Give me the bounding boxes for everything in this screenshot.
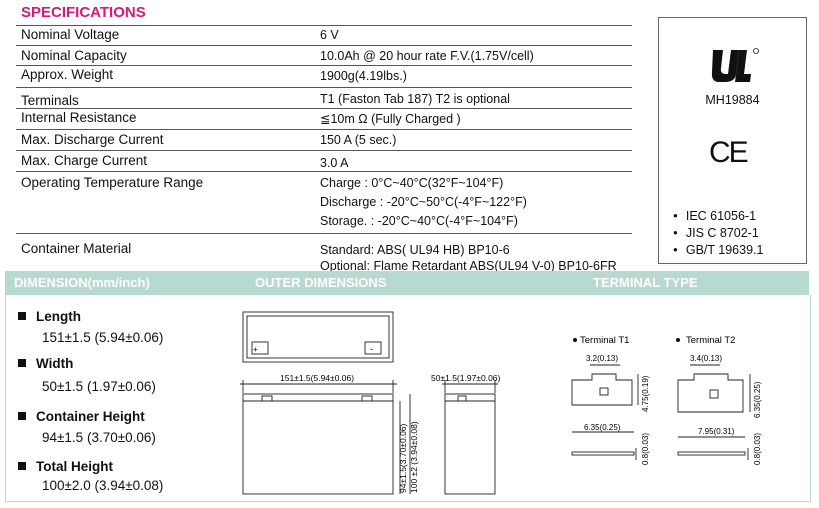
dimension-total-height: Total Height 100±2.0 (3.94±0.08) [18, 458, 163, 493]
bullet-dot-icon [573, 338, 577, 342]
top-view [242, 311, 394, 363]
spec-value: 6 V [320, 28, 339, 42]
spec-key: Terminals [21, 93, 79, 108]
outer-dimensions-drawing: + - 151±1.5(5.94±0.06) 94±1.5(3.70±0.06)… [240, 311, 501, 495]
total-height-dimension-label: 100 ±2 (3.94±0.08) [409, 421, 419, 493]
ul-file-number: MH19884 [705, 93, 760, 107]
ce-mark-icon: CE [709, 136, 749, 169]
section-title-specifications: SPECIFICATIONS [21, 4, 146, 21]
length-dimension-label: 151±1.5(5.94±0.06) [280, 373, 354, 383]
spec-key: Operating Temperature Range [21, 175, 204, 190]
dimension-value: 50±1.5 (1.97±0.06) [42, 379, 156, 394]
minus-marker: - [370, 344, 373, 354]
terminal-t2-shape [677, 364, 751, 460]
section-header-bar: DIMENSION(mm/inch) OUTER DIMENSIONS TERM… [5, 271, 809, 295]
section-terminal-type: TERMINAL TYPE [593, 275, 698, 290]
terminal-t1-shape [571, 364, 639, 460]
width-dimension-label: 50±1.5(1.97±0.06) [431, 373, 501, 383]
spec-key: Approx. Weight [21, 67, 114, 82]
spec-row: Max. Charge Current 3.0 A [16, 151, 632, 172]
spec-value: 1900g(4.19lbs.) [320, 69, 407, 83]
height-dimension-label: 94±1.5(3.70±0.06) [398, 423, 408, 493]
spec-table: Nominal Voltage 6 V Nominal Capacity 10.… [16, 25, 632, 275]
spec-row-temperature: Operating Temperature Range Charge : 0°C… [16, 172, 632, 234]
spec-row: Approx. Weight 1900g(4.19lbs.) [16, 66, 632, 88]
standard-item: IEC 61056-1 [673, 209, 756, 223]
standard-item: JIS C 8702-1 [673, 226, 759, 240]
t2-width-label: 3.4(0.13) [690, 354, 722, 363]
spec-key: Nominal Voltage [21, 27, 120, 42]
dimension-label: Length [36, 309, 81, 324]
spec-key: Max. Discharge Current [21, 132, 164, 147]
spec-value: 150 A (5 sec.) [320, 133, 397, 147]
dimension-value: 100±2.0 (3.94±0.08) [42, 478, 164, 493]
dimension-value: 94±1.5 (3.70±0.06) [42, 430, 156, 445]
plus-marker: + [253, 345, 258, 354]
spec-key: Container Material [21, 241, 132, 256]
front-view [240, 380, 411, 495]
spec-value: ≦10m Ω (Fully Charged ) [320, 112, 461, 126]
certification-box: MH19884 CE IEC 61056-1 JIS C 8702-1 GB/T… [658, 17, 807, 264]
bullet-square-icon [18, 312, 26, 320]
dimension-panel [5, 295, 811, 502]
bullet-square-icon [18, 412, 26, 420]
terminal-t1-label: Terminal T1 [580, 335, 629, 346]
temp-charge: Charge : 0°C~40°C(32°F~104°F) [320, 176, 504, 190]
spec-row: Nominal Capacity 10.0Ah @ 20 hour rate F… [16, 46, 632, 66]
standard-item: GB/T 19639.1 [673, 243, 764, 257]
side-view [442, 380, 498, 495]
bullet-square-icon [18, 462, 26, 470]
t1-thickness-label: 0.8(0.03) [641, 433, 650, 465]
spec-value: T1 (Faston Tab 187) T2 is optional [320, 92, 510, 106]
dimension-label: Width [36, 356, 74, 371]
bullet-square-icon [18, 359, 26, 367]
spec-key: Max. Charge Current [21, 153, 148, 168]
spec-row: Internal Resistance ≦10m Ω (Fully Charge… [16, 109, 632, 130]
t2-height-label: 6.35(0.25) [753, 381, 762, 418]
spec-row-container: Container Material Standard: ABS( UL94 H… [16, 234, 632, 275]
spec-key: Nominal Capacity [21, 48, 127, 63]
t2-thickness-label: 0.8(0.03) [753, 433, 762, 465]
spec-value: 3.0 A [320, 156, 349, 170]
temp-storage: Storage. : -20°C~40°C(-4°F~104°F) [320, 214, 518, 228]
spec-key: Internal Resistance [21, 110, 137, 125]
t1-width-label: 3.2(0.13) [586, 354, 618, 363]
ul-logo-icon [711, 48, 759, 82]
container-standard: Standard: ABS( UL94 HB) BP10-6 [320, 243, 510, 257]
container-optional: Optional: Flame Retardant ABS(UL94 V-0) … [320, 259, 617, 273]
section-dimension: DIMENSION(mm/inch) [14, 275, 150, 290]
spec-row: Terminals T1 (Faston Tab 187) T2 is opti… [16, 88, 632, 109]
bullet-dot-icon [676, 338, 680, 342]
dimension-length: Length 151±1.5 (5.94±0.06) [18, 308, 163, 345]
dimension-container-height: Container Height 94±1.5 (3.70±0.06) [18, 408, 156, 445]
spec-row: Nominal Voltage 6 V [16, 25, 632, 46]
dimension-label: Total Height [36, 459, 113, 474]
t2-base-label: 7.95(0.31) [698, 427, 735, 436]
t1-base-label: 6.35(0.25) [584, 423, 621, 432]
temp-discharge: Discharge : -20°C~50°C(-4°F~122°F) [320, 195, 527, 209]
spec-value: 10.0Ah @ 20 hour rate F.V.(1.75V/cell) [320, 49, 534, 63]
section-outer-dimensions: OUTER DIMENSIONS [255, 275, 387, 290]
dimension-value: 151±1.5 (5.94±0.06) [42, 330, 164, 345]
dimension-label: Container Height [36, 409, 145, 424]
spec-row: Max. Discharge Current 150 A (5 sec.) [16, 130, 632, 151]
terminal-t2-label: Terminal T2 [686, 335, 735, 346]
t1-height-label: 4.75(0.19) [641, 375, 650, 412]
terminal-drawing: Terminal T1 Terminal T2 3.2(0.13) 4.75(0… [571, 335, 762, 465]
dimension-width: Width 50±1.5 (1.97±0.06) [18, 355, 156, 394]
